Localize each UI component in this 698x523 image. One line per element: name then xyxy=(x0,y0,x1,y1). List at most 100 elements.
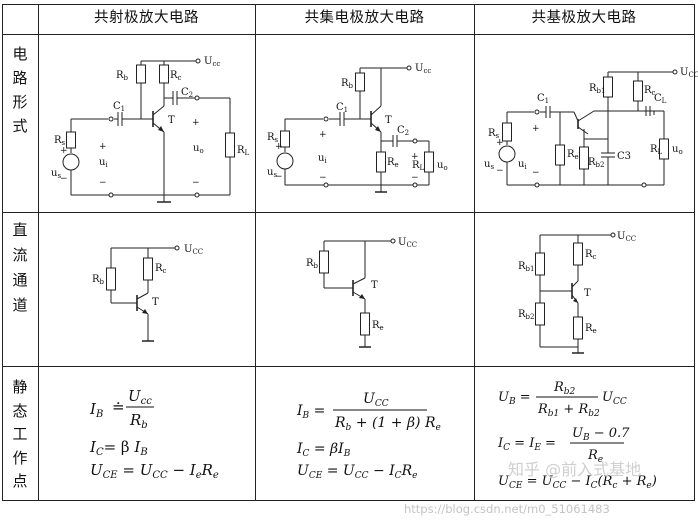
cc-rl-label: RL xyxy=(412,160,425,172)
csdn-url-watermark: https://blog.csdn.net/m0_51061483 xyxy=(404,502,610,516)
ce-c2-label: C2 xyxy=(181,87,193,99)
cb-dc-rb1-label: Rb1 xyxy=(518,261,534,273)
ce-minus-in: − xyxy=(99,178,107,188)
ce-eq-ib-num: Ucc xyxy=(128,387,152,407)
cc-eq-ib-num: UCC xyxy=(363,391,389,409)
header-common-collector: 共集电极放大电路 xyxy=(304,10,425,26)
cb-dc-rc-label: Rc xyxy=(585,249,597,261)
cb-rs-label: Rs xyxy=(488,128,500,140)
svg-text:+: + xyxy=(532,124,540,134)
cc-circuit-diagram: + − + − + − Ucc Rb C1 C2 T Rs ui us Re R… xyxy=(255,35,474,212)
ce-rb-label: Rb xyxy=(116,70,129,82)
svg-text:+: + xyxy=(319,130,327,140)
ce-vcc-label: Ucc xyxy=(204,56,220,68)
svg-text:−: − xyxy=(496,166,504,176)
cb-ui-label: ui xyxy=(518,159,527,171)
cb-eq-ic-num: UB − 0.7 xyxy=(572,426,630,443)
ce-dc-rb-label: Rb xyxy=(92,274,105,286)
cb-rc-label: Rc xyxy=(644,85,656,97)
ce-plus-in: + xyxy=(99,142,107,152)
cb-dc-re-label: Re xyxy=(585,323,597,335)
cc-rs-label: Rs xyxy=(267,132,279,144)
ce-t-label: T xyxy=(168,115,175,126)
cc-t-label: T xyxy=(385,115,392,126)
cc-dc-re-label: Re xyxy=(372,320,384,332)
svg-text:+: + xyxy=(60,146,68,156)
ce-rc-label: Rc xyxy=(170,70,182,82)
ce-rl-label: RL xyxy=(237,145,250,157)
ce-eq-ib-lhs: IB xyxy=(89,400,103,420)
cc-dc-path-diagram: UCC Rb T Re xyxy=(255,213,474,366)
ce-rs-label: Rs xyxy=(54,135,66,147)
cc-eq-ib-den: Rb + (1 + β) Re xyxy=(334,415,441,433)
ce-dc-t-label: T xyxy=(152,297,159,308)
ce-dc-rc-label: Rc xyxy=(155,263,167,275)
cc-vcc-label: Ucc xyxy=(415,63,431,75)
cc-rb-label: Rb xyxy=(341,78,354,90)
ce-eq-ic: IC= β IB xyxy=(89,438,148,458)
cc-re-label: Re xyxy=(387,157,399,169)
svg-text:+: + xyxy=(411,152,419,162)
ce-dc-path-diagram: UCC Rb Rc T xyxy=(38,213,255,366)
cc-equations: IB = UCC Rb + (1 + β) Re IC = βIB UCE = … xyxy=(255,367,474,500)
svg-text:+: + xyxy=(192,118,200,128)
cb-rl-label: RL xyxy=(650,144,663,156)
cc-eq-uce: UCE = UCC − ICRe xyxy=(297,463,417,481)
cb-c1-label: C1 xyxy=(537,93,549,105)
header-common-emitter: 共射极放大电路 xyxy=(94,10,199,26)
cc-us-label: us xyxy=(267,167,277,179)
ce-us-label: us xyxy=(51,168,61,180)
cb-circuit-diagram: + − + − UCC Rb1 Rc C1 CL Rs Re Rb2 C3 RL… xyxy=(474,35,698,212)
ce-eq-uce: UCE = UCC − IeRe xyxy=(90,461,219,481)
cb-vcc-label: UCC xyxy=(680,67,698,79)
cc-eq-ib-lhs: IB = xyxy=(296,403,325,421)
cb-re-label: Re xyxy=(567,149,579,161)
cb-dc-rb2-label: Rb2 xyxy=(518,309,534,321)
svg-text:−: − xyxy=(319,173,327,183)
ce-uo-label: uo xyxy=(193,143,204,155)
cb-rb1-label: Rb1 xyxy=(589,83,605,95)
cc-eq-ic: IC = βIB xyxy=(296,441,351,459)
ce-equations: IB ≐ Ucc Rb IC= β IB UCE = UCC − IeRe xyxy=(38,367,255,500)
svg-text:−: − xyxy=(411,173,419,183)
cc-c1-label: C1 xyxy=(336,102,348,114)
svg-text:−: − xyxy=(532,168,540,178)
header-common-base: 共基极放大电路 xyxy=(531,10,637,26)
svg-text:−: − xyxy=(60,174,68,184)
svg-text:+: + xyxy=(496,138,504,148)
cb-equations: UB = Rb2 Rb1 + Rb2 UCC IC = IE = UB − 0.… xyxy=(474,367,694,500)
ce-dc-vcc-label: UCC xyxy=(184,244,203,256)
cb-dc-path-diagram: UCC Rb1 Rc T Rb2 Re xyxy=(474,213,694,366)
svg-text:−: − xyxy=(275,172,283,182)
cb-eq-ub-lhs: UB = xyxy=(498,390,531,407)
ce-circuit-diagram: + − + − + − Ucc Rb Rc C1 C2 T Rs ui us u… xyxy=(38,35,255,212)
cb-c3-label: C3 xyxy=(617,151,631,162)
cb-eq-ic-lhs: IC = IE = xyxy=(497,436,556,453)
cc-uo-label: uo xyxy=(437,160,448,172)
ce-ui-label: ui xyxy=(99,157,108,169)
cb-rb2-label: Rb2 xyxy=(588,157,604,169)
cb-eq-ub-num: Rb2 xyxy=(553,380,576,397)
cb-dc-t-label: T xyxy=(584,288,591,299)
cc-c2-label: C2 xyxy=(397,125,409,137)
svg-text:−: − xyxy=(192,178,200,188)
ce-c1-label: C1 xyxy=(113,101,125,113)
row-label-dc-path: 直流通道 xyxy=(12,221,28,314)
row-label-circuit-form: 电路形式 xyxy=(12,45,28,135)
cb-dc-vcc-label: UCC xyxy=(617,231,636,243)
svg-text:+: + xyxy=(275,142,283,152)
ce-eq-ib-den: Rb xyxy=(129,411,148,431)
cc-ui-label: ui xyxy=(318,153,327,165)
cb-eq-ub-den: Rb1 + Rb2 xyxy=(537,402,600,419)
cc-dc-rb-label: Rb xyxy=(306,258,319,270)
ce-eq-ib-op: ≐ xyxy=(112,398,125,416)
cb-uo-label: uo xyxy=(672,144,683,156)
zhihu-watermark: 知乎 @前入式基地 xyxy=(508,460,642,479)
cb-eq-ic-den: Re xyxy=(587,448,603,465)
cb-eq-ub-tail: UCC xyxy=(602,390,627,407)
cc-dc-vcc-label: UCC xyxy=(398,237,417,249)
cb-us-label: us xyxy=(484,159,494,171)
cb-eq-uce: UCE = UCC − IC(Rc + Re) xyxy=(498,474,657,491)
cb-cl-label: CL xyxy=(654,93,667,105)
